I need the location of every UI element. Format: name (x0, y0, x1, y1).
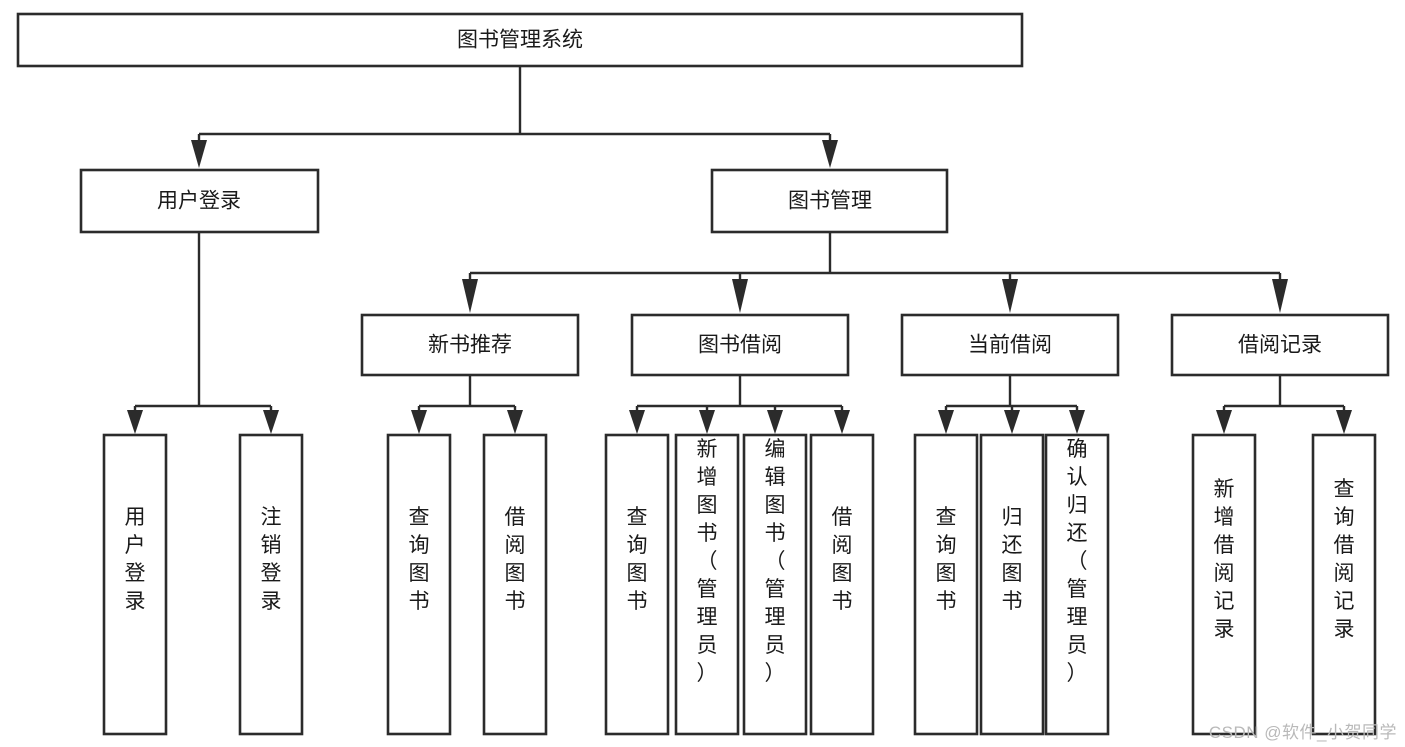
node-leaf-bb-add-book-label: 新增图书（管理员） (697, 438, 718, 685)
node-borrow-record-box[interactable] (1170, 313, 1390, 377)
node-leaf-user-login-label: 用户登录 (125, 506, 146, 613)
node-leaf-bb-add-book[interactable]: 新增图书（管理员） (674, 433, 740, 736)
node-leaf-bb-borrow-book-box[interactable] (809, 433, 875, 736)
node-leaf-bb-edit-book-box[interactable] (742, 433, 808, 736)
arrow-book-to-current (1002, 279, 1018, 313)
node-leaf-user-logout-label: 注销登录 (261, 506, 282, 613)
node-leaf-user-login[interactable]: 用户登录 (102, 433, 168, 736)
arrow-current-c3 (1069, 410, 1085, 434)
node-leaf-cb-return-book-box[interactable] (979, 433, 1045, 736)
arrow-current-c2 (1004, 410, 1020, 434)
arrow-record-c2 (1336, 410, 1352, 434)
node-leaf-nb-borrow-book[interactable]: 借阅图书 (482, 433, 548, 736)
arrow-current-c1 (938, 410, 954, 434)
node-new-book-recommend-box[interactable] (360, 313, 580, 377)
node-user-login[interactable]: 用户登录 (79, 168, 320, 234)
node-leaf-user-logout-box[interactable] (238, 433, 304, 736)
node-leaf-br-add-record-label: 新增借阅记录 (1214, 478, 1235, 641)
node-leaf-bb-query-book-box[interactable] (604, 433, 670, 736)
node-leaf-nb-borrow-book-box[interactable] (482, 433, 548, 736)
node-root[interactable]: 图书管理系统 (16, 12, 1024, 68)
arrow-newbook-c1 (411, 410, 427, 434)
connectors-layer (127, 66, 1352, 434)
arrow-borrow-c2 (699, 410, 715, 434)
node-book-borrow[interactable]: 图书借阅 (630, 313, 850, 377)
node-leaf-nb-query-book[interactable]: 查询图书 (386, 433, 452, 736)
node-leaf-bb-edit-book-label: 编辑图书（管理员） (765, 438, 786, 685)
node-current-borrow[interactable]: 当前借阅 (900, 313, 1120, 377)
node-leaf-cb-query-book-label: 查询图书 (936, 506, 957, 613)
node-leaf-nb-borrow-book-label: 借阅图书 (505, 506, 526, 613)
node-leaf-cb-query-book-box[interactable] (913, 433, 979, 736)
arrow-borrow-c1 (629, 410, 645, 434)
node-leaf-user-login-box[interactable] (102, 433, 168, 736)
node-leaf-cb-return-book-label: 归还图书 (1002, 506, 1023, 613)
node-book-manage-label: 图书管理 (788, 190, 872, 213)
node-leaf-br-add-record[interactable]: 新增借阅记录 (1191, 433, 1257, 736)
node-leaf-cb-query-book[interactable]: 查询图书 (913, 433, 979, 736)
node-user-login-label: 用户登录 (157, 190, 241, 213)
node-leaf-br-add-record-box[interactable] (1191, 433, 1257, 736)
node-book-borrow-box[interactable] (630, 313, 850, 377)
arrow-root-to-book (822, 140, 838, 168)
node-book-manage[interactable]: 图书管理 (710, 168, 949, 234)
node-leaf-cb-confirm-return[interactable]: 确认归还（管理员） (1044, 433, 1110, 736)
node-leaf-bb-borrow-book[interactable]: 借阅图书 (809, 433, 875, 736)
node-leaf-bb-query-book[interactable]: 查询图书 (604, 433, 670, 736)
arrow-root-to-user (191, 140, 207, 168)
node-leaf-cb-return-book[interactable]: 归还图书 (979, 433, 1045, 736)
node-leaf-nb-query-book-box[interactable] (386, 433, 452, 736)
node-leaf-nb-query-book-label: 查询图书 (409, 506, 430, 613)
arrow-user-to-logout (263, 410, 279, 434)
arrow-newbook-c2 (507, 410, 523, 434)
node-current-borrow-box[interactable] (900, 313, 1120, 377)
arrow-book-to-borrow (732, 279, 748, 313)
arrow-user-to-login (127, 410, 143, 434)
node-book-manage-box[interactable] (710, 168, 949, 234)
arrow-borrow-c3 (767, 410, 783, 434)
arrow-borrow-c4 (834, 410, 850, 434)
node-new-book-recommend[interactable]: 新书推荐 (360, 313, 580, 377)
node-leaf-bb-add-book-box[interactable] (674, 433, 740, 736)
node-leaf-br-query-record[interactable]: 查询借阅记录 (1311, 433, 1377, 736)
node-current-borrow-label: 当前借阅 (968, 334, 1052, 357)
node-leaf-br-query-record-label: 查询借阅记录 (1334, 478, 1355, 641)
node-new-book-recommend-label: 新书推荐 (428, 334, 512, 357)
node-root-label: 图书管理系统 (457, 29, 583, 52)
node-leaf-bb-edit-book[interactable]: 编辑图书（管理员） (742, 433, 808, 736)
node-leaf-bb-borrow-book-label: 借阅图书 (832, 506, 853, 613)
node-leaf-user-logout[interactable]: 注销登录 (238, 433, 304, 736)
node-root-box[interactable] (16, 12, 1024, 68)
arrow-book-to-newbook (462, 279, 478, 313)
node-user-login-box[interactable] (79, 168, 320, 234)
node-borrow-record-label: 借阅记录 (1238, 334, 1322, 357)
node-leaf-cb-confirm-return-box[interactable] (1044, 433, 1110, 736)
node-leaf-cb-confirm-return-label: 确认归还（管理员） (1067, 438, 1088, 685)
node-leaf-br-query-record-box[interactable] (1311, 433, 1377, 736)
node-borrow-record[interactable]: 借阅记录 (1170, 313, 1390, 377)
node-leaf-bb-query-book-label: 查询图书 (627, 506, 648, 613)
node-book-borrow-label: 图书借阅 (698, 334, 782, 357)
arrow-record-c1 (1216, 410, 1232, 434)
arrow-book-to-record (1272, 279, 1288, 313)
